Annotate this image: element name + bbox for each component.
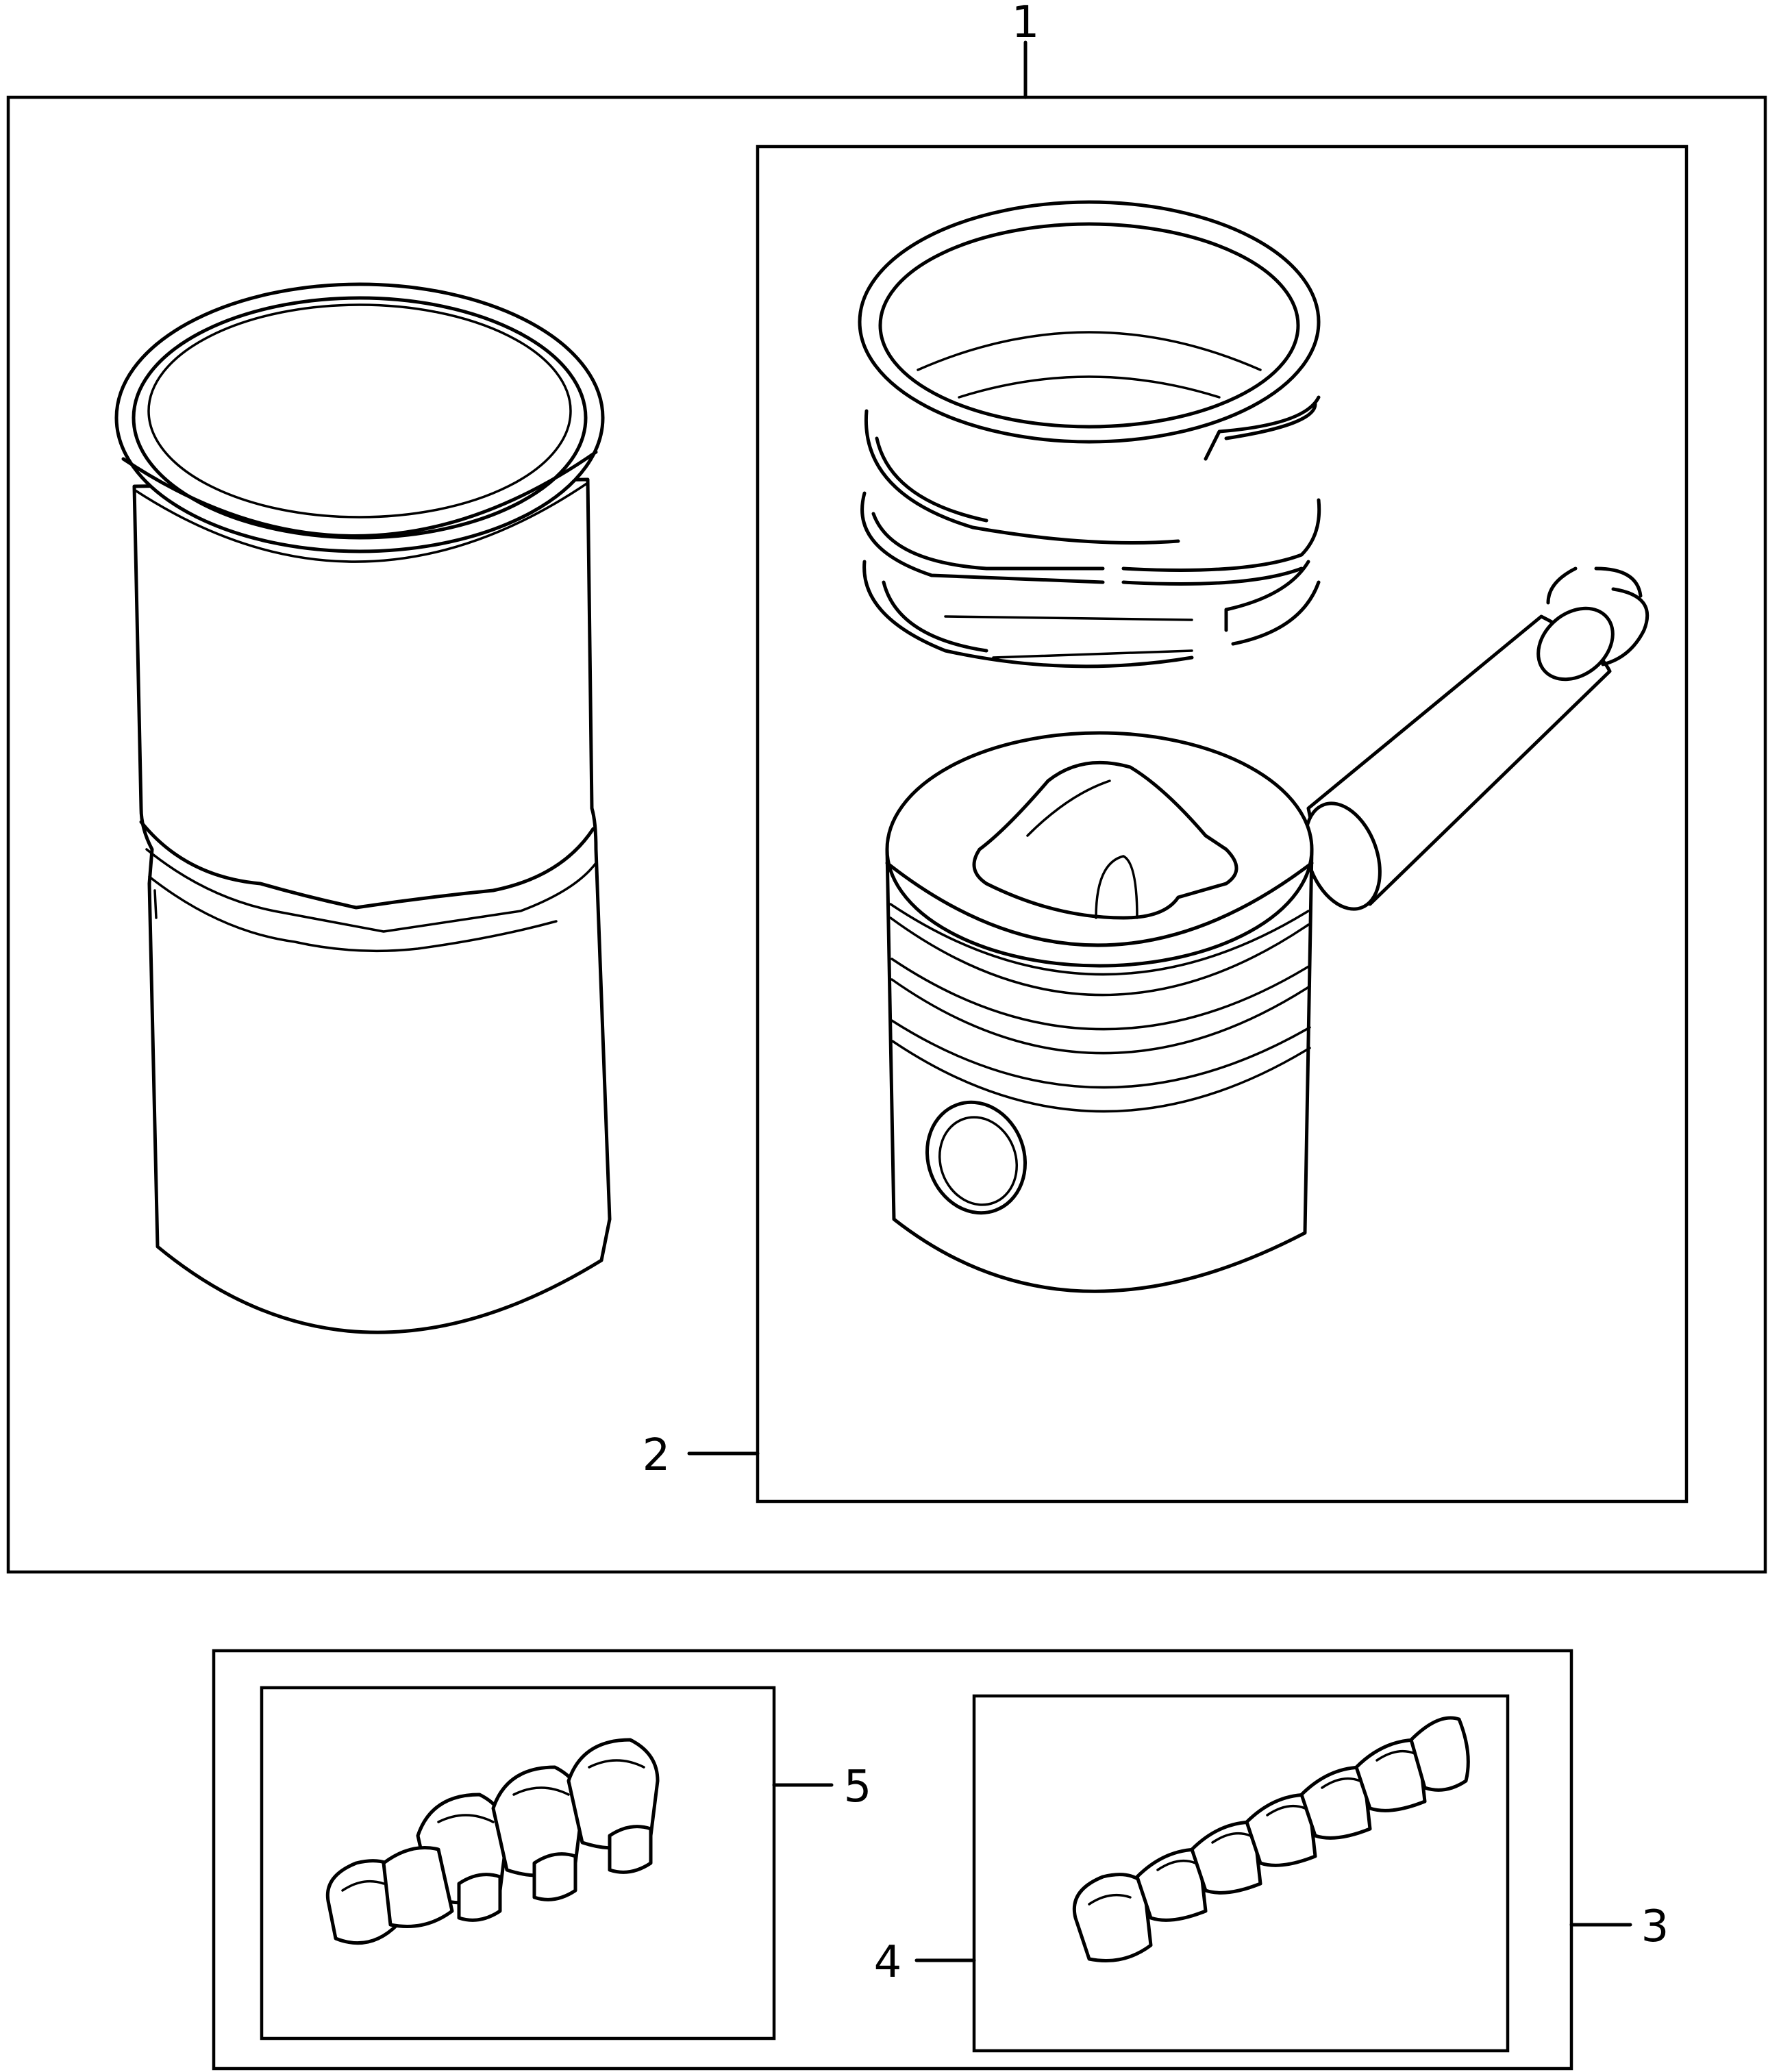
- callout-5: 5: [844, 1762, 872, 1812]
- bearing-set-4-frame: [972, 1694, 1510, 2053]
- kit-2-frame: [756, 145, 1689, 1503]
- piston-pin: [1304, 606, 1615, 911]
- callout-1: 1: [1012, 0, 1040, 48]
- connecting-rod-bearing-shells: [1072, 1716, 1470, 1962]
- callout-2: 2: [643, 1430, 671, 1481]
- bearing-set-5-frame: [260, 1686, 776, 2040]
- kit-3-frame: [212, 1649, 1573, 2071]
- callout-3: 3: [1641, 1901, 1669, 1952]
- cylinder-liner: [114, 282, 612, 1334]
- circlip: [1546, 566, 1649, 666]
- callout-4: 4: [874, 1937, 902, 1988]
- main-bearing-shells: [325, 1738, 660, 1945]
- piston: [885, 731, 1314, 1293]
- kit-1-frame: [6, 95, 1767, 1574]
- piston-rings: [858, 200, 1321, 669]
